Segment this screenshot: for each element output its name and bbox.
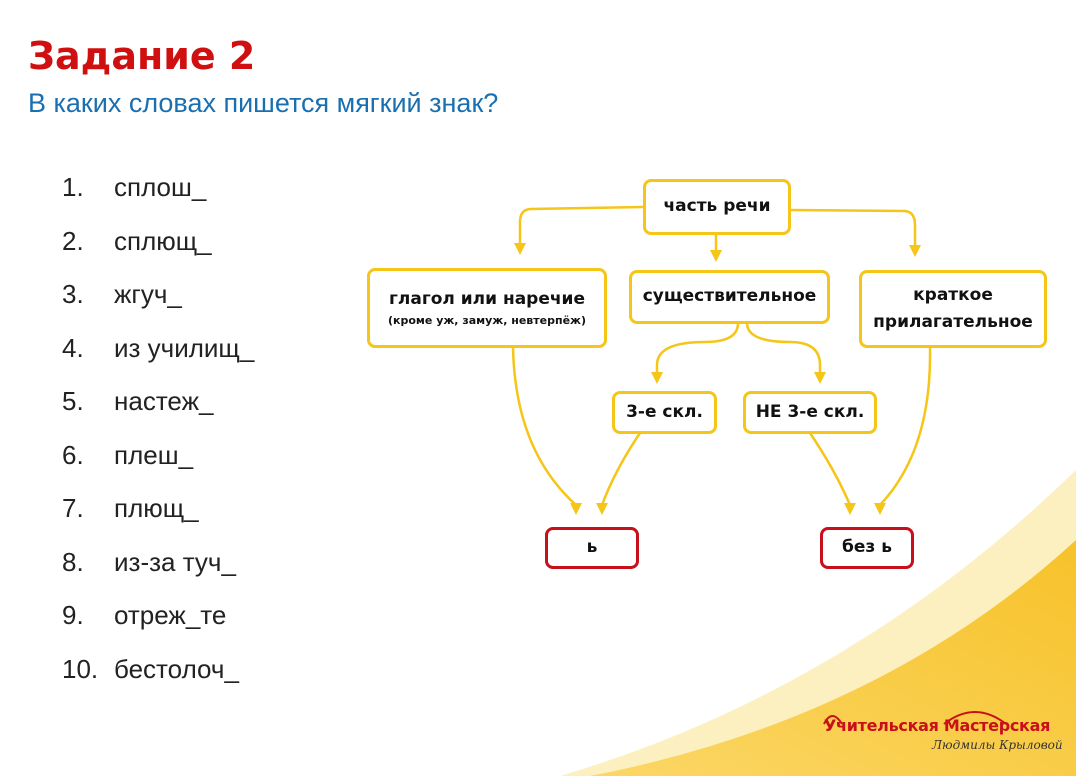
item-number: 9.: [62, 600, 84, 630]
list-item: 10. бестолоч_: [62, 654, 254, 708]
logo-subtext: Людмилы Крыловой: [932, 738, 1063, 752]
item-word: из-за туч_: [114, 546, 236, 577]
item-word: отреж_те: [114, 600, 227, 630]
page-subtitle: В каких словах пишется мягкий знак?: [28, 88, 499, 118]
item-number: 5.: [62, 386, 84, 416]
item-number: 2.: [62, 225, 84, 256]
item-word: сплош_: [114, 172, 207, 202]
logo-arcs: [823, 711, 1007, 725]
node-label: без ь: [842, 537, 892, 558]
node-not-third-declension: НЕ 3-е скл.: [743, 391, 877, 434]
item-word: плющ_: [114, 493, 199, 523]
item-number: 4.: [62, 332, 84, 363]
node-noun: существительное: [629, 270, 830, 324]
item-number: 1.: [62, 172, 84, 202]
list-item: 8. из-за туч_: [62, 547, 254, 601]
item-number: 8.: [62, 546, 84, 577]
arrow-notdecl3-nosoft: [844, 503, 856, 515]
list-item: 4. из училищ_: [62, 333, 254, 387]
item-number: 10.: [62, 653, 99, 684]
node-short-adjective: краткое прилагательное: [859, 270, 1047, 348]
node-label: 3-е скл.: [626, 401, 703, 422]
item-word: жгуч_: [114, 279, 182, 309]
node-label: НЕ 3-е скл.: [755, 401, 865, 422]
node-no-soft-sign: без ь: [820, 527, 914, 569]
node-note: (кроме уж, замуж, невтерпёж): [387, 313, 587, 327]
arrow-adj-nosoft: [874, 503, 886, 515]
list-item: 6. плеш_: [62, 440, 254, 494]
arrow-root-verb: [518, 205, 644, 250]
node-part-of-speech: часть речи: [643, 179, 791, 235]
arrow-noun-notdecl3: [814, 372, 826, 384]
item-word: настеж_: [114, 386, 214, 416]
node-soft-sign: ь: [545, 527, 639, 569]
arrow-verb-soft: [570, 503, 582, 515]
node-label: прилагательное: [873, 312, 1033, 332]
list-item: 1. сплош_: [62, 172, 254, 226]
node-label: ь: [586, 537, 598, 558]
item-word: из училищ_: [114, 332, 255, 363]
page-title: Задание 2: [28, 34, 256, 78]
node-third-declension: 3-е скл.: [612, 391, 717, 434]
word-list: 1. сплош_ 2. сплющ_ 3. жгуч_ 4. из училищ_ 5. нас…: [62, 172, 254, 707]
node-label: краткое: [913, 284, 993, 305]
arrow-decl3-soft: [596, 503, 608, 515]
list-item: 9. отреж_те: [62, 600, 254, 654]
list-item: 7. плющ_: [62, 493, 254, 547]
item-number: 7.: [62, 493, 84, 523]
item-word: плеш_: [114, 439, 194, 470]
node-label: глагол или наречие: [389, 288, 585, 309]
logo-text: Учительская Мастерская: [824, 716, 1051, 735]
list-item: 2. сплющ_: [62, 226, 254, 280]
arrow-noun-decl3: [651, 372, 663, 384]
node-label: существительное: [642, 286, 817, 307]
arrow-root-noun: [710, 250, 722, 262]
list-item: 5. настеж_: [62, 386, 254, 440]
item-word: бестолоч_: [114, 653, 239, 684]
arrow-root-adj: [909, 245, 921, 257]
node-verb-adverb: глагол или наречие (кроме уж, замуж, невт…: [367, 268, 607, 348]
item-number: 3.: [62, 279, 84, 309]
list-item: 3. жгуч_: [62, 279, 254, 333]
item-word: сплющ_: [114, 225, 212, 256]
item-number: 6.: [62, 439, 84, 470]
node-label: часть речи: [663, 196, 771, 217]
